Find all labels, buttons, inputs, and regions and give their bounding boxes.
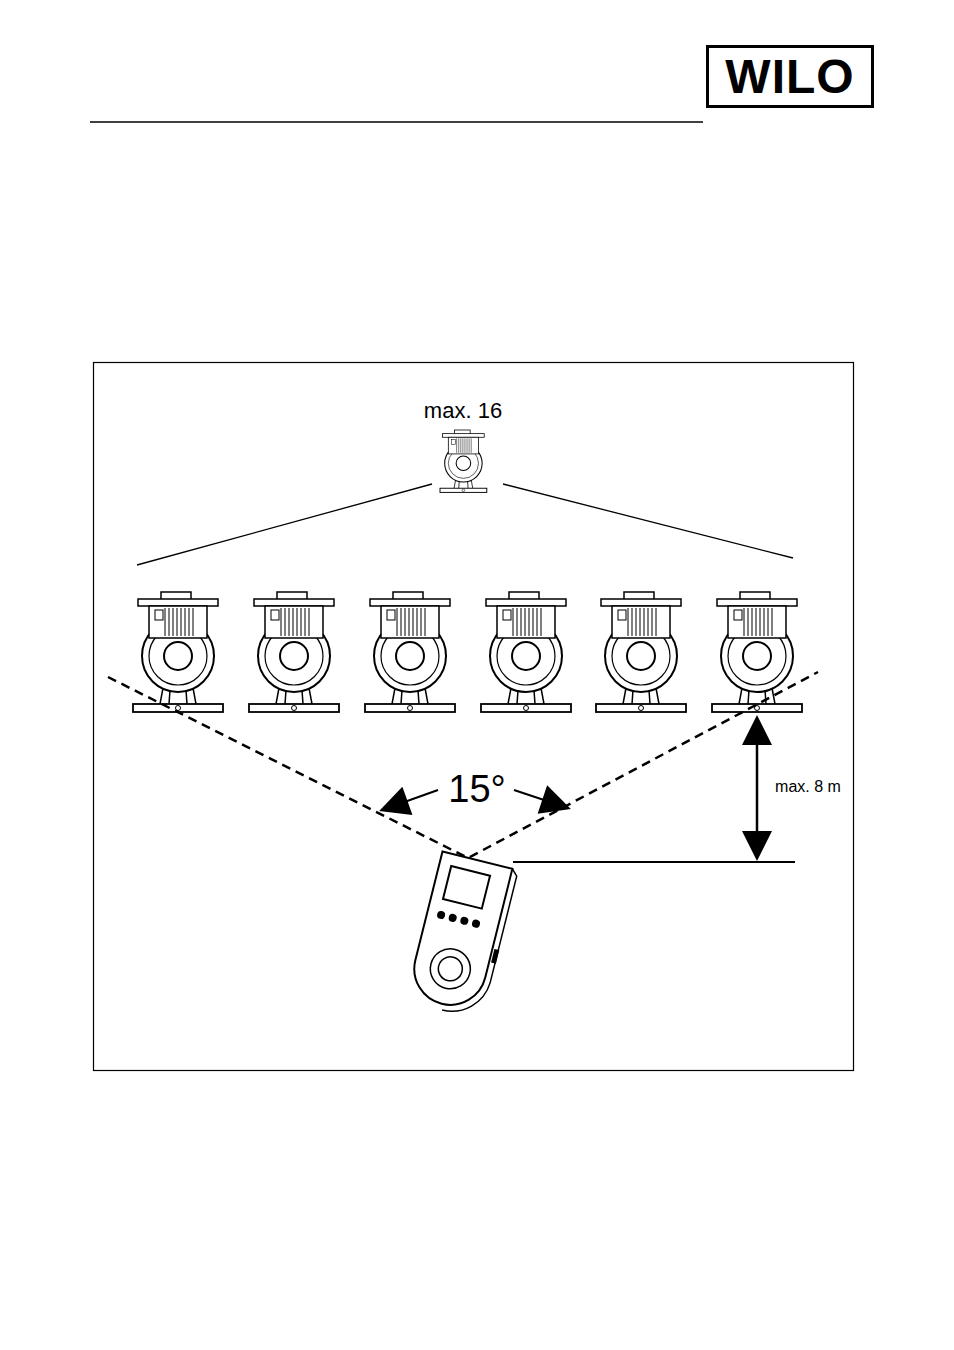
pump <box>481 592 571 712</box>
distance-arrow <box>756 718 759 858</box>
pump <box>365 592 455 712</box>
pump-small <box>440 430 487 492</box>
pump <box>133 592 223 712</box>
logo-text: WILO <box>725 53 854 101</box>
pump <box>712 592 802 712</box>
ir-monitor <box>405 851 519 1020</box>
pump <box>596 592 686 712</box>
dimension-label: max. 8 m <box>773 778 843 796</box>
dimension-label: max. 16 <box>422 399 504 423</box>
header-rule <box>90 121 703 123</box>
frame <box>94 363 854 1071</box>
angle-label: 15° <box>446 769 507 811</box>
pump <box>249 592 339 712</box>
logo-box: WILO <box>706 45 874 108</box>
ir-cone <box>108 672 818 858</box>
